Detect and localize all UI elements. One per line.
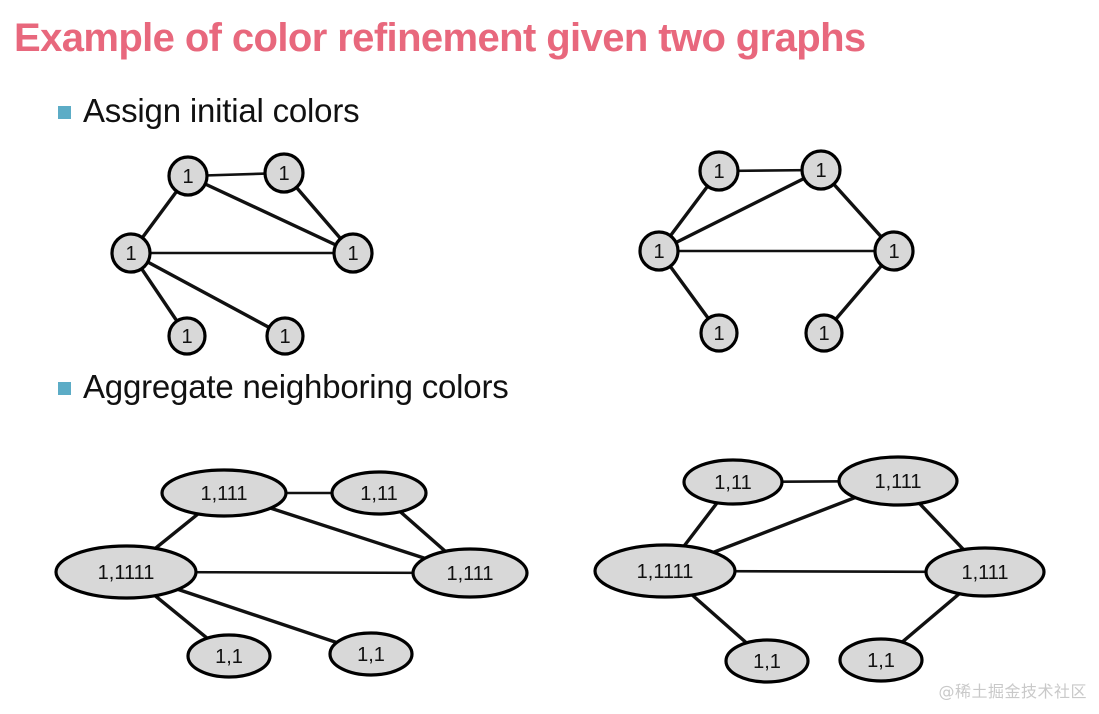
node-label: 1 — [713, 161, 724, 183]
node-label: 1,111 — [200, 483, 247, 505]
bullet-item-aggregate-neighboring-colors: Aggregate neighboring colors — [58, 368, 509, 406]
node-circle — [332, 232, 374, 274]
node-ellipse — [838, 637, 924, 683]
graph-node-right: 1 — [873, 230, 915, 272]
graph-node-left: 1,1111 — [593, 543, 737, 599]
graph-node-bottomleft: 1,1 — [186, 633, 272, 679]
node-ellipse — [330, 470, 428, 516]
node-label: 1 — [278, 163, 289, 185]
graph-edges — [129, 171, 355, 338]
graph-node-topright: 1 — [263, 152, 305, 194]
node-circle — [638, 230, 680, 272]
graph-node-topright: 1,111 — [837, 455, 959, 507]
node-ellipse — [593, 543, 737, 599]
graph-node-bottommid: 1 — [265, 316, 305, 356]
node-label: 1 — [182, 166, 193, 188]
node-label: 1,1111 — [637, 561, 694, 583]
graph-node-right: 1,111 — [924, 546, 1046, 598]
node-circle — [800, 149, 842, 191]
graph-node-topright: 1 — [800, 149, 842, 191]
graph-top-right: 1 1 1 1 1 1 — [638, 149, 915, 353]
node-circle — [167, 155, 209, 197]
node-label: 1,1 — [753, 651, 781, 673]
node-label: 1,1 — [357, 644, 385, 666]
bullet-label: Assign initial colors — [83, 92, 360, 129]
edge-left-bottommid — [129, 251, 287, 338]
node-label: 1,111 — [446, 563, 493, 585]
square-bullet-icon — [58, 105, 71, 119]
edge-topright-left — [657, 168, 823, 253]
edge-topleft-right — [186, 174, 355, 255]
node-circle — [804, 313, 844, 353]
graph-node-bottomright: 1,1 — [838, 637, 924, 683]
node-ellipse — [54, 544, 198, 600]
graph-node-right: 1 — [332, 232, 374, 274]
bullet-label: Aggregate neighboring colors — [83, 368, 509, 405]
graph-node-left: 1,1111 — [54, 544, 198, 600]
node-label: 1 — [125, 243, 136, 265]
graph-node-bottomleft: 1,1 — [724, 638, 810, 684]
node-circle — [873, 230, 915, 272]
bullet-item-assign-initial-colors: Assign initial colors — [58, 92, 360, 130]
node-label: 1,11 — [360, 483, 397, 505]
node-label: 1,11 — [714, 472, 751, 494]
node-label: 1 — [888, 241, 899, 263]
node-label: 1 — [713, 323, 724, 345]
graph-node-right: 1,111 — [411, 547, 529, 599]
graph-node-topleft: 1,111 — [160, 468, 288, 518]
graph-top-left: 1 1 1 1 1 1 — [110, 152, 374, 356]
graph-node-topright: 1,11 — [330, 470, 428, 516]
graph-node-bottommid: 1,1 — [328, 631, 414, 677]
graph-bottom-right: 1,11 1,111 1,1111 1,111 1,1 1,1 — [593, 455, 1046, 684]
node-label: 1 — [347, 243, 358, 265]
graph-node-left: 1 — [638, 230, 680, 272]
node-ellipse — [724, 638, 810, 684]
watermark-text: @稀土掘金技术社区 — [938, 682, 1087, 701]
node-label: 1 — [815, 160, 826, 182]
node-ellipse — [186, 633, 272, 679]
node-circle — [699, 313, 739, 353]
graph-node-left: 1 — [110, 232, 152, 274]
node-circle — [265, 316, 305, 356]
node-label: 1,1111 — [98, 562, 155, 584]
node-label: 1,1 — [867, 650, 895, 672]
graph-edges — [657, 168, 896, 335]
node-circle — [698, 150, 740, 192]
graph-bottom-left: 1,111 1,11 1,1111 1,111 1,1 1,1 — [54, 468, 529, 679]
node-ellipse — [160, 468, 288, 518]
graph-node-topleft: 1,11 — [682, 458, 784, 506]
graph-node-bottomright: 1 — [804, 313, 844, 353]
node-label: 1 — [818, 323, 829, 345]
node-label: 1 — [279, 326, 290, 348]
graph-node-bottomleft: 1 — [699, 313, 739, 353]
node-circle — [263, 152, 305, 194]
node-label: 1,111 — [874, 471, 921, 493]
node-ellipse — [328, 631, 414, 677]
node-ellipse — [682, 458, 784, 506]
node-circle — [110, 232, 152, 274]
node-ellipse — [837, 455, 959, 507]
node-label: 1,1 — [215, 646, 243, 668]
graph-node-topleft: 1 — [698, 150, 740, 192]
graph-node-topleft: 1 — [167, 155, 209, 197]
graph-node-bottomleft: 1 — [167, 316, 207, 356]
node-label: 1 — [181, 326, 192, 348]
node-ellipse — [924, 546, 1046, 598]
node-circle — [167, 316, 207, 356]
node-ellipse — [411, 547, 529, 599]
node-label: 1 — [653, 241, 664, 263]
node-label: 1,111 — [961, 562, 1008, 584]
square-bullet-icon — [58, 381, 71, 395]
page-title: Example of color refinement given two gr… — [14, 16, 866, 60]
